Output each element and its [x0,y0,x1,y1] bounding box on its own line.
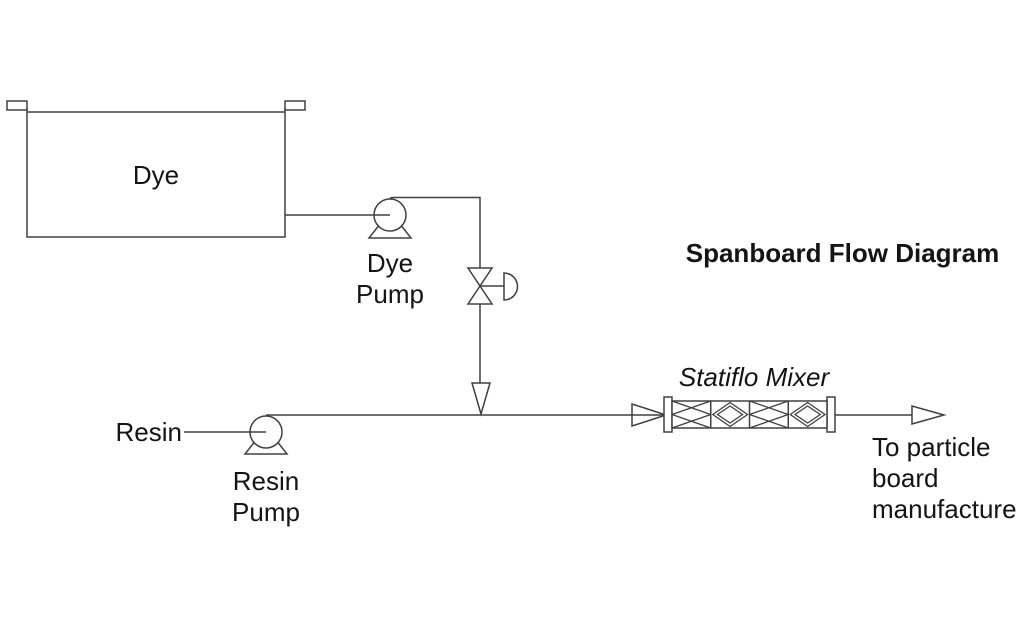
outlet-note-line3: manufacture [872,494,1017,524]
tank-right-flange [284,100,306,111]
dye-pump-label: Dye Pump [330,248,450,310]
dye-pump-label-line2: Pump [356,279,424,309]
outlet-destination-note: To particle board manufacture [872,432,1024,525]
static-mixer-label: Statiflo Mixer [678,362,830,392]
valve-upper-wedge [466,267,494,288]
resin-pump-label-line2: Pump [232,497,300,527]
valve-lower-wedge [466,284,494,305]
resin-pump-symbol [184,415,289,455]
dye-control-valve-symbol [466,267,519,383]
diaphragm-actuator [503,272,519,301]
mixer-element-3-cross [749,400,789,429]
mixer-element-4-diamond [789,401,827,428]
mixer-element-1-cross [671,400,711,429]
dye-tank-label: Dye [132,160,180,190]
dye-tank-symbol [6,100,306,238]
resin-pump-label: Resin Pump [206,466,326,528]
resin-feed-label: Resin [115,417,182,447]
mixer-left-flange [663,396,673,433]
tank-walls [26,108,286,238]
flow-arrow-right-icon [631,402,669,428]
pump-discharge-line [389,196,481,268]
outlet-flow-arrow-icon [911,405,947,425]
static-mixer-symbol [663,396,836,433]
outlet-note-line2: board [872,463,939,493]
diagram-title: Spanboard Flow Diagram [685,238,1000,268]
tank-left-flange [6,100,28,111]
dye-pump-symbol [285,196,481,268]
outlet-note-line1: To particle [872,432,991,462]
flow-arrow-down-icon [471,382,491,417]
mixer-element-2-diamond [711,401,749,428]
mixer-right-flange [826,396,836,433]
resin-pump-label-line1: Resin [232,466,300,496]
dye-pump-label-line1: Dye [366,248,414,278]
